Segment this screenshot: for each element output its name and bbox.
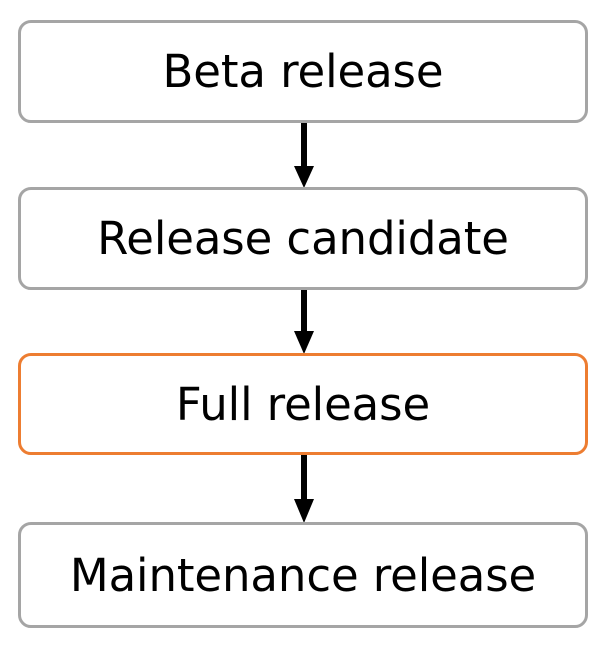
node-full-release-label: Full release bbox=[175, 377, 431, 431]
node-beta-release-label: Beta release bbox=[162, 45, 444, 98]
node-beta-release[interactable]: Beta release bbox=[18, 20, 588, 123]
connector-full-to-maintenance bbox=[294, 455, 314, 523]
node-release-candidate[interactable]: Release candidate bbox=[18, 187, 588, 290]
node-release-candidate-label: Release candidate bbox=[97, 212, 509, 265]
connector-beta-to-rc bbox=[294, 123, 314, 188]
connector-rc-to-full bbox=[294, 290, 314, 354]
node-maintenance-release[interactable]: Maintenance release bbox=[18, 522, 588, 628]
node-full-release[interactable]: Full release bbox=[18, 353, 588, 455]
node-maintenance-release-label: Maintenance release bbox=[69, 548, 537, 602]
